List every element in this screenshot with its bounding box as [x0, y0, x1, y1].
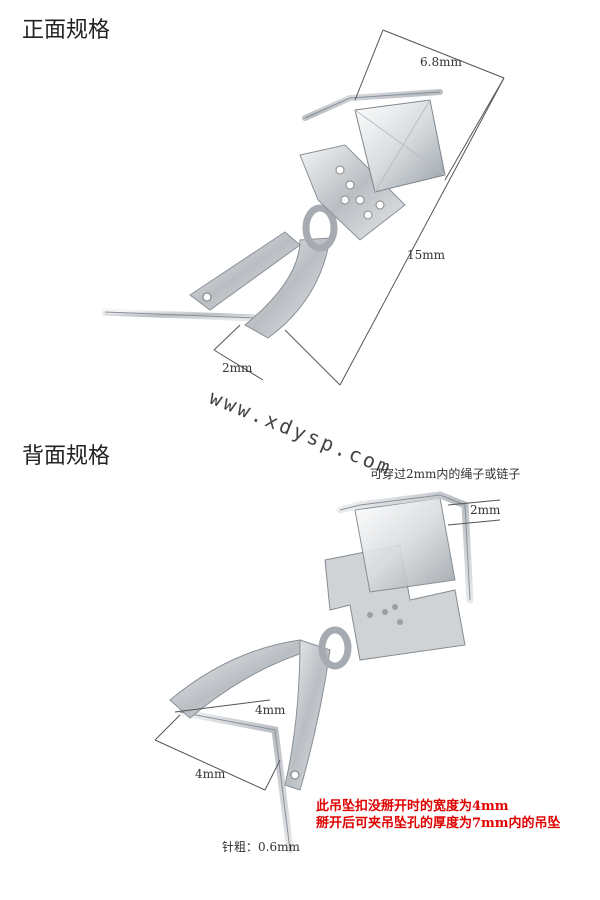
chain-note: 可穿过2mm内的绳子或链子: [370, 467, 521, 481]
front-pendant: [101, 89, 446, 339]
front-height-label: 15mm: [407, 248, 446, 262]
front-width-label: 6.8mm: [420, 55, 462, 69]
front-pin-label: 2mm: [222, 361, 253, 375]
front-dimension-lines: [213, 29, 505, 386]
back-dimension-lines: [154, 499, 501, 791]
back-section-title: 背面规格: [22, 444, 111, 469]
red-note-thickness: 掰开后可夹吊坠孔的厚度为7mm内的吊坠: [316, 816, 561, 831]
back-pendant: [169, 491, 474, 854]
back-loop-label: 2mm: [470, 503, 501, 517]
needle-thickness-label: 针粗：0.6mm: [222, 840, 300, 854]
front-section-title: 正面规格: [22, 18, 111, 43]
red-note-width: 此吊坠扣没掰开时的宽度为4mm: [316, 799, 509, 814]
back-opening-label: 4mm: [195, 767, 226, 781]
back-bail-label: 4mm: [255, 703, 286, 717]
